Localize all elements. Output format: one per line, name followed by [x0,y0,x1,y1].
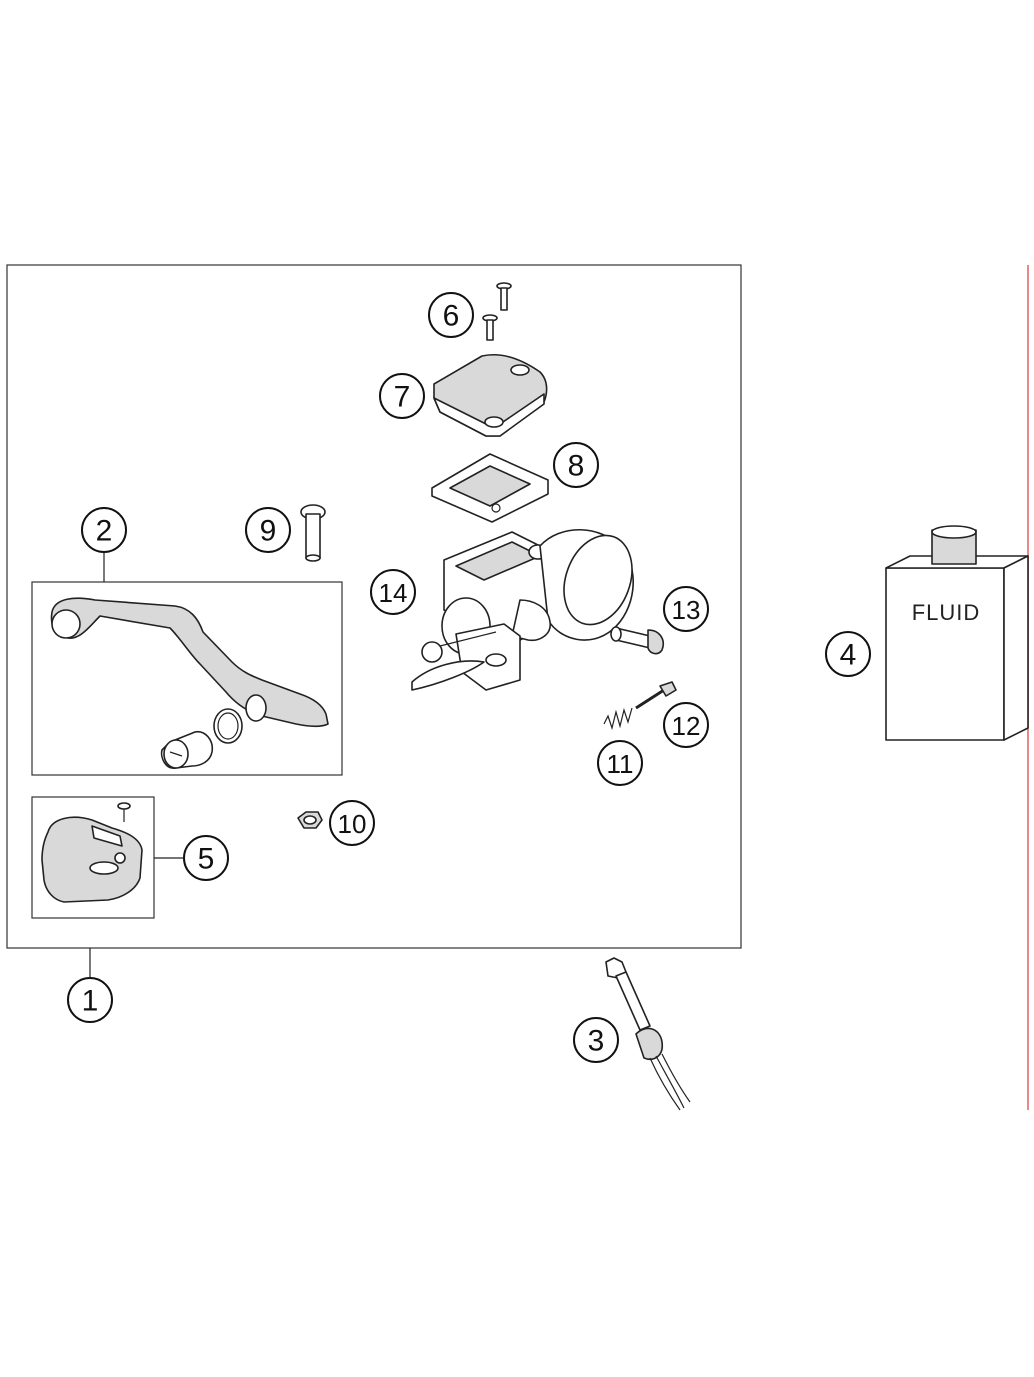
callout-11-label: 11 [607,749,634,779]
callout-6: 6 [428,292,474,338]
adjuster-screw [635,681,677,710]
callout-11: 11 [597,740,643,786]
cover-screws [482,282,512,341]
callout-10-label: 10 [338,809,367,839]
reservoir-cover-assembly [41,802,143,903]
lever-kit-frame [31,581,343,776]
callout-3: 3 [573,1017,619,1063]
reservoir-lid [433,354,548,437]
callout-12: 12 [663,702,709,748]
fluid-label: FLUID [912,600,981,625]
callout-2: 2 [81,507,127,553]
callout-9-label: 9 [260,515,277,548]
brake-fluid-bottle: FLUID [885,525,1029,741]
callout-1-label: 1 [82,985,99,1018]
callout-14-label: 14 [379,578,408,608]
reservoir-gasket [431,453,549,523]
brake-hose [605,957,691,1111]
callout-5: 5 [183,835,229,881]
callout-13: 13 [663,586,709,632]
callout-8: 8 [553,442,599,488]
callout-12-label: 12 [672,711,701,741]
callout-5-label: 5 [198,843,215,876]
callout-4: 4 [825,631,871,677]
callout-4-label: 4 [840,639,857,672]
master-cylinder-kit-frame [6,264,742,949]
brake-lever [50,597,329,769]
callout-1: 1 [67,977,113,1023]
callout-7: 7 [379,373,425,419]
callout-9: 9 [245,507,291,553]
callout-13-label: 13 [672,595,701,625]
callout-2-label: 2 [96,515,113,548]
brake-light-switch [610,626,664,655]
callout-8-label: 8 [568,450,585,483]
lever-pivot-bolt [300,504,326,562]
callout-10: 10 [329,800,375,846]
callout-6-label: 6 [443,300,460,333]
spring [603,707,633,731]
callout-14: 14 [370,569,416,615]
master-cylinder-body [411,529,634,691]
callout-3-label: 3 [588,1025,605,1058]
callout-7-label: 7 [394,381,411,414]
hex-nut [297,811,323,829]
